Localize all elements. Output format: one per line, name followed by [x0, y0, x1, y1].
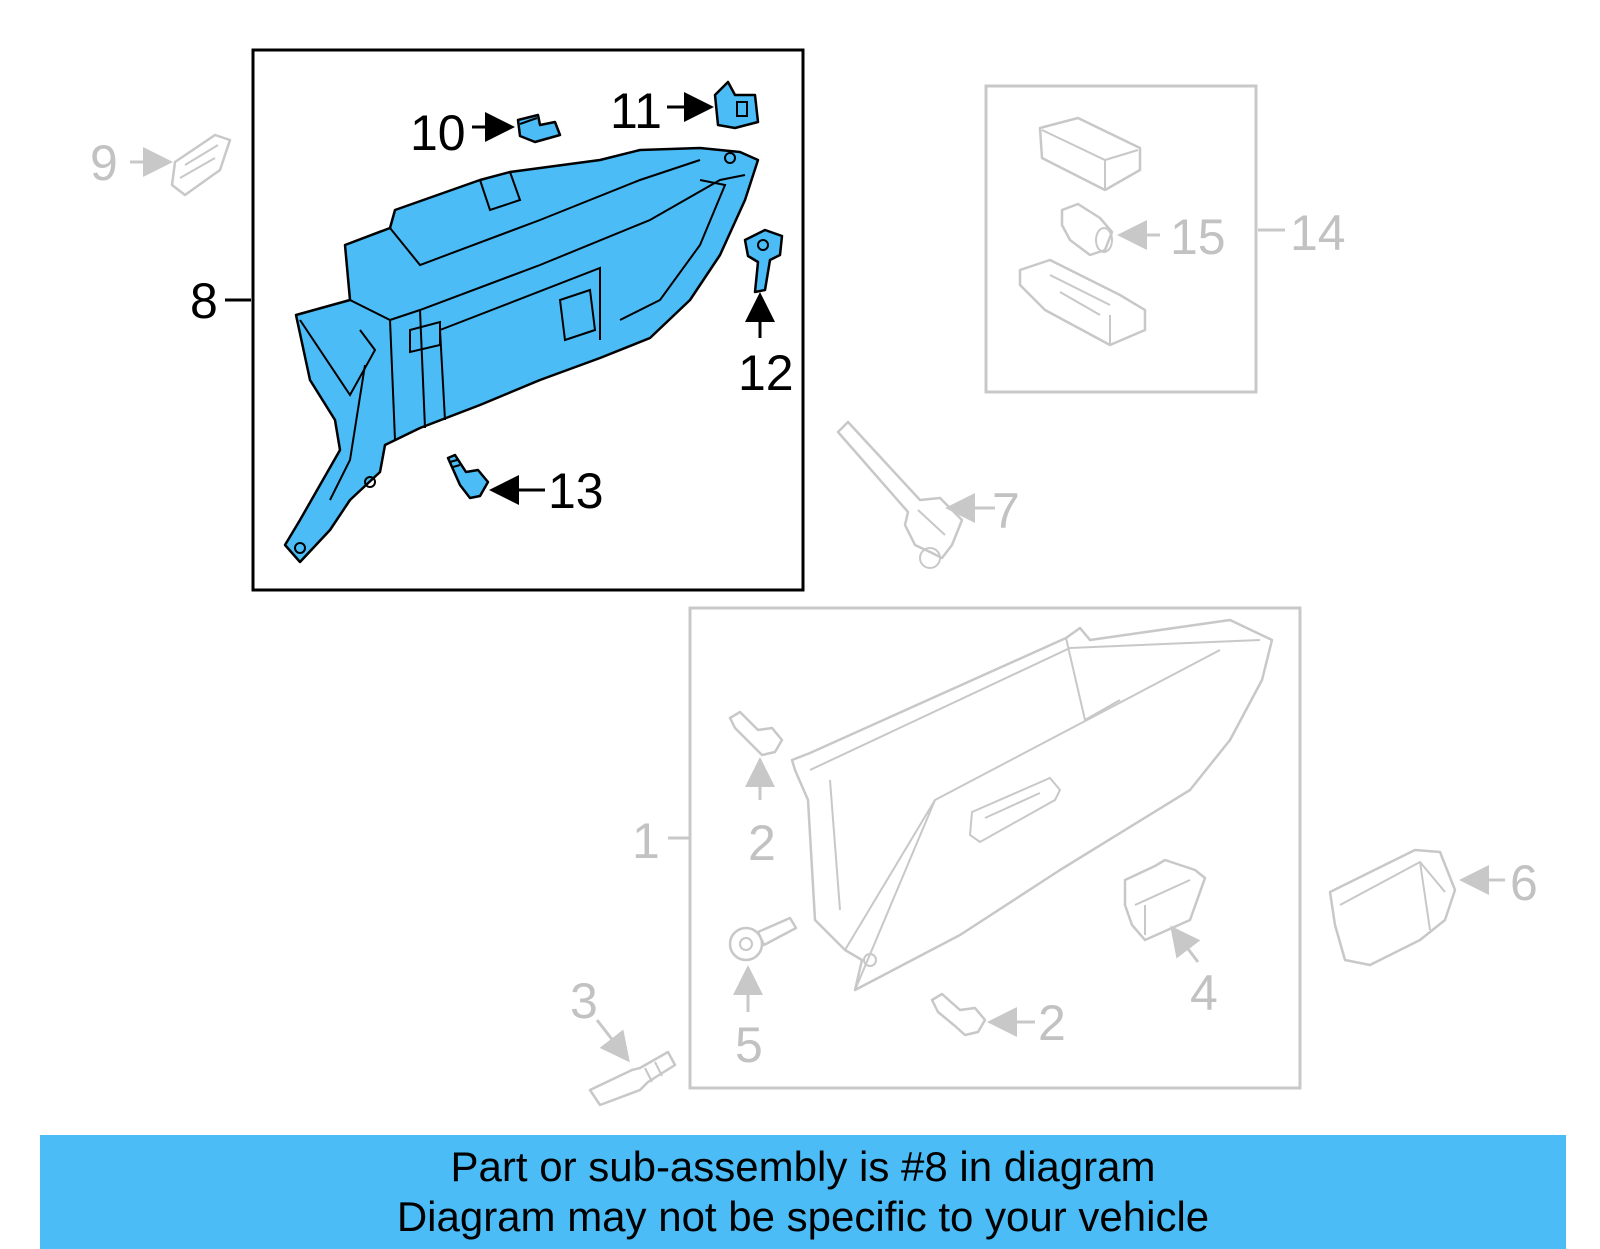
box-1	[688, 606, 1302, 1090]
footer-line-2: Diagram may not be specific to your vehi…	[396, 1193, 1210, 1240]
lamp-housing-part-14[interactable]	[1018, 116, 1147, 347]
callout-12: 12	[738, 345, 794, 401]
callout-2-upper: 2	[748, 815, 776, 871]
callout-13: 13	[548, 463, 604, 519]
callout-3: 3	[570, 973, 598, 1029]
tray-part-6[interactable]	[1328, 848, 1457, 967]
screw-part-2-lower[interactable]	[930, 992, 987, 1037]
leader-3	[595, 1019, 630, 1063]
callout-14: 14	[1290, 205, 1346, 261]
striker-part-12[interactable]	[743, 228, 784, 294]
callout-10: 10	[410, 105, 466, 161]
callout-11: 11	[610, 83, 662, 139]
bulb-part-15[interactable]	[1060, 202, 1114, 257]
callout-4: 4	[1190, 965, 1218, 1021]
bracket-part-11[interactable]	[713, 80, 760, 130]
callout-15: 15	[1170, 209, 1226, 265]
cable-part-7[interactable]	[836, 420, 964, 569]
highlight-box-8	[251, 48, 805, 592]
glovebox-housing-part-8[interactable]	[283, 146, 760, 564]
footer-banner: Part or sub-assembly is #8 in diagram Di…	[40, 1135, 1566, 1249]
callout-7: 7	[992, 483, 1020, 539]
callout-1: 1	[632, 813, 660, 869]
part-9[interactable]	[170, 133, 232, 197]
callout-8: 8	[190, 273, 218, 329]
screw-part-5[interactable]	[728, 916, 798, 962]
bolt-part-13[interactable]	[446, 453, 490, 500]
leader-4	[1170, 925, 1201, 963]
footer-line-1: Part or sub-assembly is #8 in diagram	[450, 1143, 1156, 1190]
callout-9: 9	[90, 135, 118, 191]
latch-part-4[interactable]	[1123, 858, 1207, 942]
pin-part-3[interactable]	[588, 1050, 677, 1107]
glovebox-door-part-1[interactable]	[790, 618, 1274, 992]
box-14	[984, 84, 1258, 394]
clip-part-10[interactable]	[516, 113, 562, 144]
callout-5: 5	[735, 1017, 763, 1073]
callout-2-lower: 2	[1038, 995, 1066, 1051]
screw-part-2-upper[interactable]	[728, 710, 784, 757]
callout-6: 6	[1510, 855, 1538, 911]
